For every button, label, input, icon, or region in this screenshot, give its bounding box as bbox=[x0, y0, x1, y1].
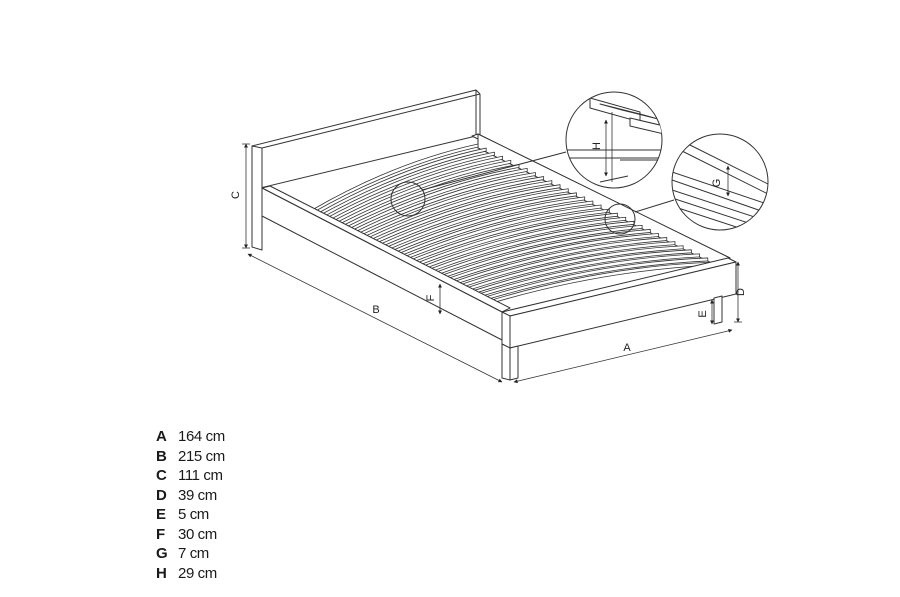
legend-value: 29 cm bbox=[178, 564, 217, 582]
slat bbox=[485, 257, 709, 301]
detail-marker-g bbox=[604, 203, 636, 235]
slat bbox=[324, 151, 495, 220]
slat bbox=[404, 204, 602, 260]
legend-value: 215 cm bbox=[178, 447, 225, 465]
dimension-lines bbox=[242, 143, 742, 384]
slat bbox=[373, 184, 561, 245]
slat bbox=[392, 196, 586, 254]
label-f: F bbox=[425, 294, 437, 301]
label-h: H bbox=[591, 142, 603, 150]
legend-row: G 7 cm bbox=[156, 545, 225, 565]
slat bbox=[448, 233, 659, 282]
label-g: G bbox=[711, 179, 723, 188]
legend-row: E 5 cm bbox=[156, 506, 225, 526]
slat bbox=[367, 180, 553, 242]
legend-row: A 164 cm bbox=[156, 428, 225, 448]
detail-view-g bbox=[671, 133, 769, 231]
slat bbox=[342, 163, 520, 229]
legend-value: 164 cm bbox=[178, 428, 225, 445]
legend-key: F bbox=[156, 525, 165, 543]
legend-row: C 111 cm bbox=[156, 467, 225, 487]
legend-value: 30 cm bbox=[178, 525, 217, 543]
slat bbox=[417, 212, 618, 267]
slat bbox=[379, 188, 569, 248]
bed-technical-drawing: C B A D E F G H bbox=[230, 89, 769, 384]
legend-key: B bbox=[156, 447, 167, 465]
label-d: D bbox=[735, 288, 747, 296]
slat bbox=[355, 172, 536, 236]
legend-key: E bbox=[156, 506, 166, 523]
headboard bbox=[251, 89, 481, 251]
slat bbox=[466, 245, 684, 291]
legend-row: F 30 cm bbox=[156, 526, 225, 546]
legend-row: H 29 cm bbox=[156, 565, 225, 585]
legend-value: 5 cm bbox=[178, 506, 209, 523]
label-e: E bbox=[697, 310, 709, 317]
slat bbox=[454, 237, 668, 285]
slat bbox=[386, 192, 577, 251]
legend-key: D bbox=[156, 486, 167, 504]
legend-value: 7 cm bbox=[178, 545, 209, 562]
legend-row: B 215 cm bbox=[156, 448, 225, 468]
detail-marker-h bbox=[390, 181, 426, 217]
slat bbox=[472, 249, 692, 295]
slat bbox=[460, 241, 676, 288]
label-a: A bbox=[623, 342, 631, 354]
slat bbox=[479, 253, 700, 298]
slat bbox=[311, 143, 479, 214]
slat bbox=[330, 155, 504, 223]
legend-value: 39 cm bbox=[178, 486, 217, 504]
legend-row: D 39 cm bbox=[156, 487, 225, 507]
detail-view-h bbox=[565, 91, 663, 189]
legend-key: G bbox=[156, 545, 168, 562]
legend-value: 111 cm bbox=[178, 467, 223, 484]
legend-key: C bbox=[156, 467, 167, 484]
slat bbox=[398, 200, 594, 257]
legend-key: A bbox=[156, 428, 167, 445]
slat bbox=[410, 208, 610, 264]
slat bbox=[317, 147, 487, 217]
label-c: C bbox=[230, 191, 242, 199]
label-b: B bbox=[372, 304, 379, 316]
legend-key: H bbox=[156, 564, 167, 582]
slat bbox=[336, 159, 512, 226]
